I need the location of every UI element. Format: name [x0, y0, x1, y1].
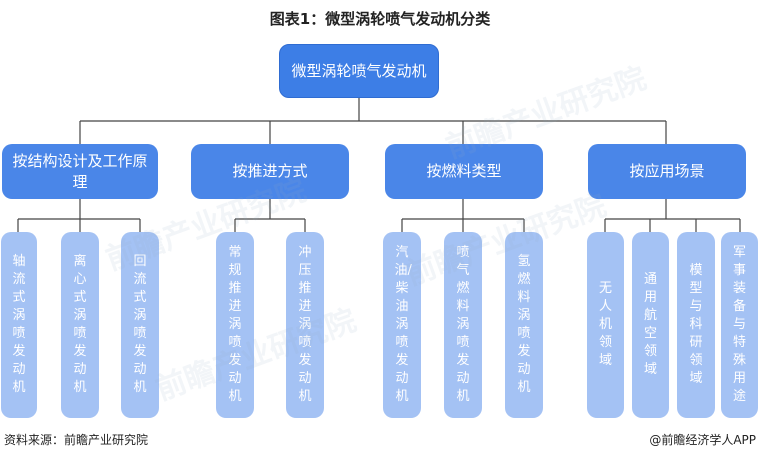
- leaf-gasoline-diesel: 汽油/柴油涡喷发动机: [383, 232, 421, 418]
- leaf-label: 模型与科研领域: [689, 263, 703, 386]
- leaf-label: 氢燃料涡喷发动机: [517, 254, 531, 395]
- leaf-military: 军事装备与特殊用途: [721, 232, 758, 418]
- leaf-label: 常规推进涡喷发动机: [228, 245, 242, 404]
- category-propulsion: 按推进方式: [191, 144, 349, 199]
- brand-credit: @前瞻经济学人APP: [649, 433, 756, 447]
- root-node: 微型涡轮喷气发动机: [279, 44, 439, 98]
- leaf-axial-flow: 轴流式涡喷发动机: [1, 232, 37, 418]
- leaf-conventional-propulsion: 常规推进涡喷发动机: [216, 232, 254, 418]
- leaf-jet-fuel: 喷气燃料涡喷发动机: [444, 232, 482, 418]
- leaf-label: 回流式涡喷发动机: [133, 254, 147, 395]
- leaf-ramjet-propulsion: 冲压推进涡喷发动机: [286, 232, 324, 418]
- category-application: 按应用场景: [588, 144, 746, 199]
- leaf-uav: 无人机领域: [587, 232, 624, 418]
- leaf-label: 离心式涡喷发动机: [73, 254, 87, 395]
- leaf-label: 轴流式涡喷发动机: [12, 254, 26, 395]
- leaf-label: 无人机领域: [598, 281, 612, 368]
- leaf-label: 军事装备与特殊用途: [732, 245, 746, 404]
- leaf-label: 冲压推进涡喷发动机: [298, 245, 312, 404]
- source-note: 资料来源：前瞻产业研究院: [4, 433, 149, 447]
- leaf-reverse-flow: 回流式涡喷发动机: [121, 232, 159, 418]
- leaf-general-aviation: 通用航空领域: [632, 232, 669, 418]
- category-fuel: 按燃料类型: [385, 144, 543, 199]
- leaf-model-research: 模型与科研领域: [677, 232, 715, 418]
- leaf-label: 汽油/柴油涡喷发动机: [394, 245, 412, 404]
- leaf-label: 通用航空领域: [643, 272, 657, 377]
- category-structure: 按结构设计及工作原理: [2, 144, 158, 199]
- leaf-centrifugal: 离心式涡喷发动机: [61, 232, 99, 418]
- diagram-title: 图表1：微型涡轮喷气发动机分类: [269, 10, 491, 28]
- leaf-hydrogen-fuel: 氢燃料涡喷发动机: [505, 232, 543, 418]
- leaf-label: 喷气燃料涡喷发动机: [456, 245, 470, 404]
